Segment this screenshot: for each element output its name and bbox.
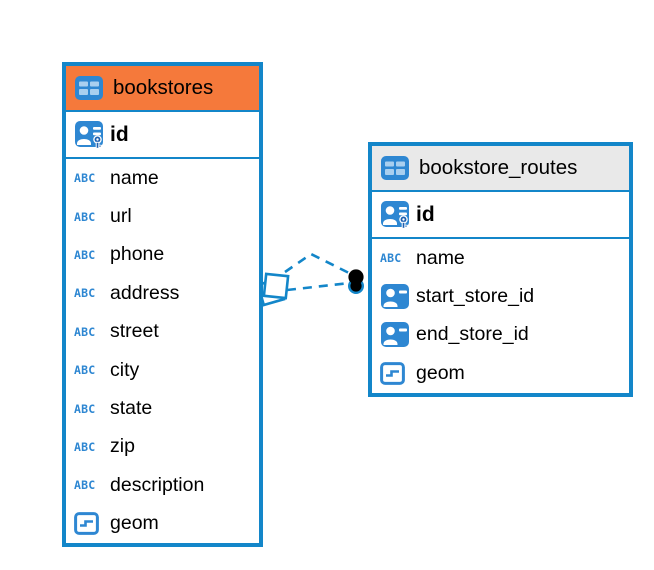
table-icon (380, 155, 410, 181)
geometry-icon (380, 361, 416, 385)
column-name: zip (110, 435, 135, 458)
table-header[interactable]: bookstore_routes (372, 146, 629, 192)
table-header[interactable]: bookstores (66, 66, 259, 112)
column-name: state (110, 397, 153, 420)
column-url[interactable]: ABC url (66, 197, 259, 235)
column-city[interactable]: ABC city (66, 351, 259, 389)
text-icon: ABC (380, 251, 402, 266)
column-phone[interactable]: ABC phone (66, 236, 259, 274)
column-name: street (110, 320, 159, 343)
primary-key-icon (380, 200, 416, 229)
table-title: bookstore_routes (419, 156, 578, 179)
text-icon: ABC (74, 286, 96, 301)
one-end-marker (348, 269, 365, 295)
column-address[interactable]: ABC address (66, 274, 259, 312)
column-street[interactable]: ABC street (66, 313, 259, 351)
column-name: start_store_id (416, 285, 535, 308)
column-name: name (416, 246, 465, 269)
column-name: city (110, 358, 140, 381)
text-icon: ABC (74, 478, 96, 493)
column-name: description (110, 473, 205, 496)
column-name: id (110, 122, 129, 146)
text-icon: ABC (74, 247, 96, 262)
column-name: address (110, 281, 180, 304)
column-zip[interactable]: ABC zip (66, 428, 259, 466)
column-id[interactable]: id (372, 192, 629, 239)
primary-key-icon (74, 120, 110, 149)
column-name: end_store_id (416, 323, 529, 346)
column-id[interactable]: id (66, 112, 259, 159)
relationship-line-start-store[interactable] (284, 252, 352, 276)
foreign-key-icon (380, 283, 416, 310)
column-name: id (416, 202, 435, 226)
column-name[interactable]: ABC name (66, 159, 259, 197)
column-name: geom (416, 361, 465, 384)
text-icon: ABC (74, 209, 96, 224)
text-icon: ABC (74, 171, 96, 186)
text-icon: ABC (74, 324, 96, 339)
text-icon: ABC (74, 401, 96, 416)
column-description[interactable]: ABC description (66, 466, 259, 504)
column-geom[interactable]: geom (372, 354, 629, 392)
table-title: bookstores (113, 76, 214, 99)
table-icon (74, 75, 104, 101)
geometry-icon (74, 512, 110, 536)
column-name: name (110, 166, 159, 189)
column-geom[interactable]: geom (66, 505, 259, 543)
column-name: url (110, 205, 132, 228)
column-state[interactable]: ABC state (66, 389, 259, 427)
column-start_store_id[interactable]: start_store_id (372, 277, 629, 315)
column-name: phone (110, 243, 165, 266)
column-name[interactable]: ABC name (372, 239, 629, 277)
text-icon: ABC (74, 363, 96, 378)
text-icon: ABC (74, 439, 96, 454)
column-end_store_id[interactable]: end_store_id (372, 316, 629, 354)
column-name: geom (110, 512, 159, 535)
relationship-line-end-store[interactable] (286, 281, 351, 292)
foreign-key-icon (380, 321, 416, 348)
